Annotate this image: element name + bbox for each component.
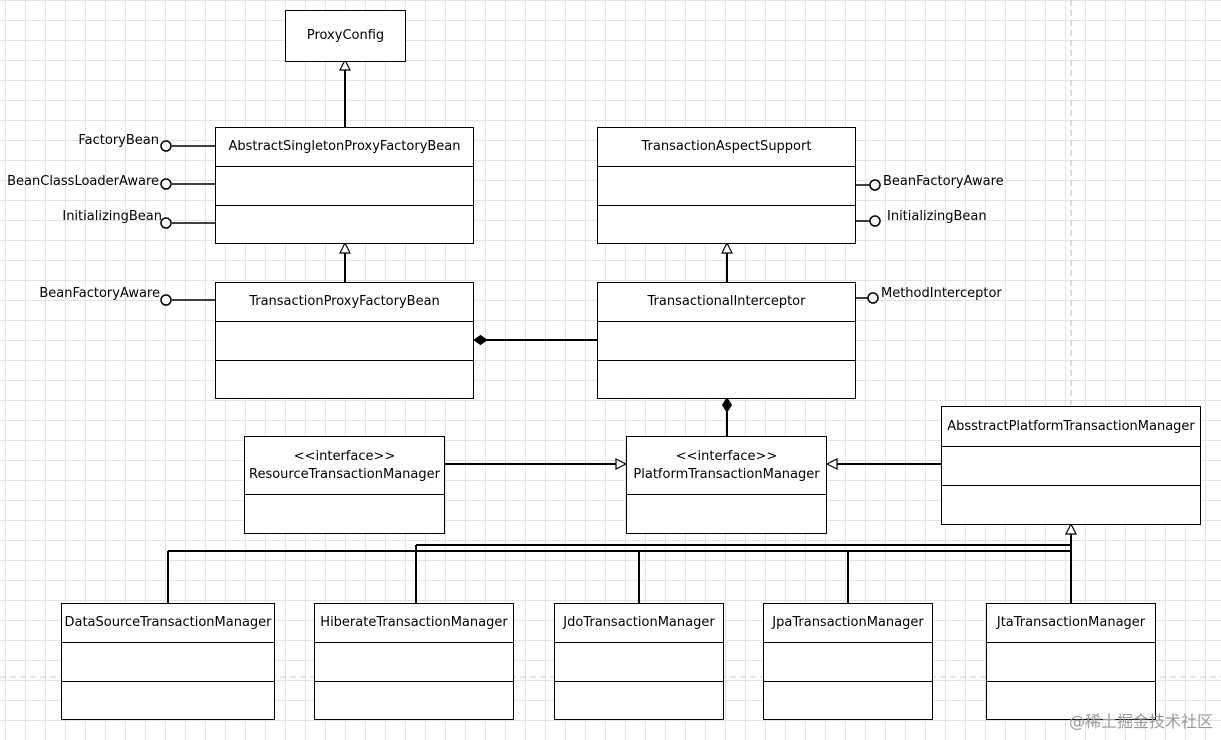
- methods-compartment: [216, 206, 473, 243]
- methods-compartment: [315, 682, 513, 719]
- class-name: JpaTransactionManager: [764, 604, 932, 643]
- class-name: TransactionProxyFactoryBean: [216, 283, 473, 322]
- interface-label-factory-bean: FactoryBean: [78, 133, 159, 148]
- class-name: HiberateTransactionManager: [315, 604, 513, 643]
- class-jpa-transaction-manager[interactable]: JpaTransactionManager: [763, 603, 933, 720]
- methods-compartment: [245, 495, 444, 533]
- class-proxy-config[interactable]: ProxyConfig: [285, 10, 406, 62]
- composition-diamond: [473, 334, 488, 346]
- stereotype-label: <<interface>>: [293, 448, 396, 464]
- interface-lollipop-icon: [869, 215, 881, 227]
- interface-resource-transaction-manager[interactable]: <<interface>> ResourceTransactionManager: [244, 436, 445, 534]
- attributes-compartment: [987, 643, 1155, 682]
- interface-label-initializing-bean: InitializingBean: [887, 209, 987, 224]
- watermark: @稀土掘金技术社区: [1068, 712, 1213, 731]
- interface-label-bean-factory-aware: BeanFactoryAware: [883, 174, 1004, 189]
- methods-compartment: [942, 486, 1200, 524]
- class-name: JdoTransactionManager: [555, 604, 723, 643]
- methods-compartment: [764, 682, 932, 719]
- attributes-compartment: [764, 643, 932, 682]
- interface-label-initializing-bean: InitializingBean: [62, 209, 162, 224]
- class-jta-transaction-manager[interactable]: JtaTransactionManager: [986, 603, 1156, 720]
- class-header: <<interface>> PlatformTransactionManager: [627, 437, 826, 495]
- interface-lollipop-icon: [867, 292, 879, 304]
- interface-lollipop-icon: [160, 178, 172, 190]
- attributes-compartment: [598, 167, 855, 206]
- interface-label-method-interceptor: MethodInterceptor: [881, 286, 1002, 301]
- class-abstract-platform-transaction-manager[interactable]: AbsstractPlatformTransactionManager: [941, 406, 1201, 525]
- interface-lollipop-icon: [160, 217, 172, 229]
- class-name: ProxyConfig: [306, 28, 385, 43]
- attributes-compartment: [62, 643, 274, 682]
- stereotype-label: <<interface>>: [675, 448, 778, 464]
- class-name: DataSourceTransactionManager: [62, 604, 274, 643]
- attributes-compartment: [315, 643, 513, 682]
- methods-compartment: [216, 361, 473, 398]
- class-name: ResourceTransactionManager: [249, 466, 440, 482]
- class-abstract-singleton-proxy-factory-bean[interactable]: AbstractSingletonProxyFactoryBean: [215, 127, 474, 244]
- class-jdo-transaction-manager[interactable]: JdoTransactionManager: [554, 603, 724, 720]
- methods-compartment: [598, 361, 855, 398]
- methods-compartment: [62, 682, 274, 719]
- class-name: AbstractSingletonProxyFactoryBean: [216, 128, 473, 167]
- methods-compartment: [598, 206, 855, 243]
- methods-compartment: [627, 495, 826, 533]
- class-header: <<interface>> ResourceTransactionManager: [245, 437, 444, 495]
- interface-label-bean-class-loader-aware: BeanClassLoaderAware: [7, 174, 159, 189]
- composition-diamond: [721, 397, 733, 413]
- interface-lollipop-icon: [160, 294, 172, 306]
- class-transaction-aspect-support[interactable]: TransactionAspectSupport: [597, 127, 856, 244]
- attributes-compartment: [598, 322, 855, 361]
- class-name: TransactionalInterceptor: [598, 283, 855, 322]
- class-name: AbsstractPlatformTransactionManager: [942, 407, 1200, 447]
- attributes-compartment: [216, 167, 473, 206]
- attributes-compartment: [942, 447, 1200, 486]
- interface-lollipop-icon: [160, 140, 172, 152]
- attributes-compartment: [555, 643, 723, 682]
- attributes-compartment: [216, 322, 473, 361]
- methods-compartment: [555, 682, 723, 719]
- class-transaction-proxy-factory-bean[interactable]: TransactionProxyFactoryBean: [215, 282, 474, 399]
- interface-label-bean-factory-aware: BeanFactoryAware: [39, 286, 160, 301]
- class-datasource-transaction-manager[interactable]: DataSourceTransactionManager: [61, 603, 275, 720]
- interface-platform-transaction-manager[interactable]: <<interface>> PlatformTransactionManager: [626, 436, 827, 534]
- interface-lollipop-icon: [869, 179, 881, 191]
- class-hiberate-transaction-manager[interactable]: HiberateTransactionManager: [314, 603, 514, 720]
- class-name: JtaTransactionManager: [987, 604, 1155, 643]
- class-transactional-interceptor[interactable]: TransactionalInterceptor: [597, 282, 856, 399]
- class-name: TransactionAspectSupport: [598, 128, 855, 167]
- class-name: PlatformTransactionManager: [633, 466, 820, 482]
